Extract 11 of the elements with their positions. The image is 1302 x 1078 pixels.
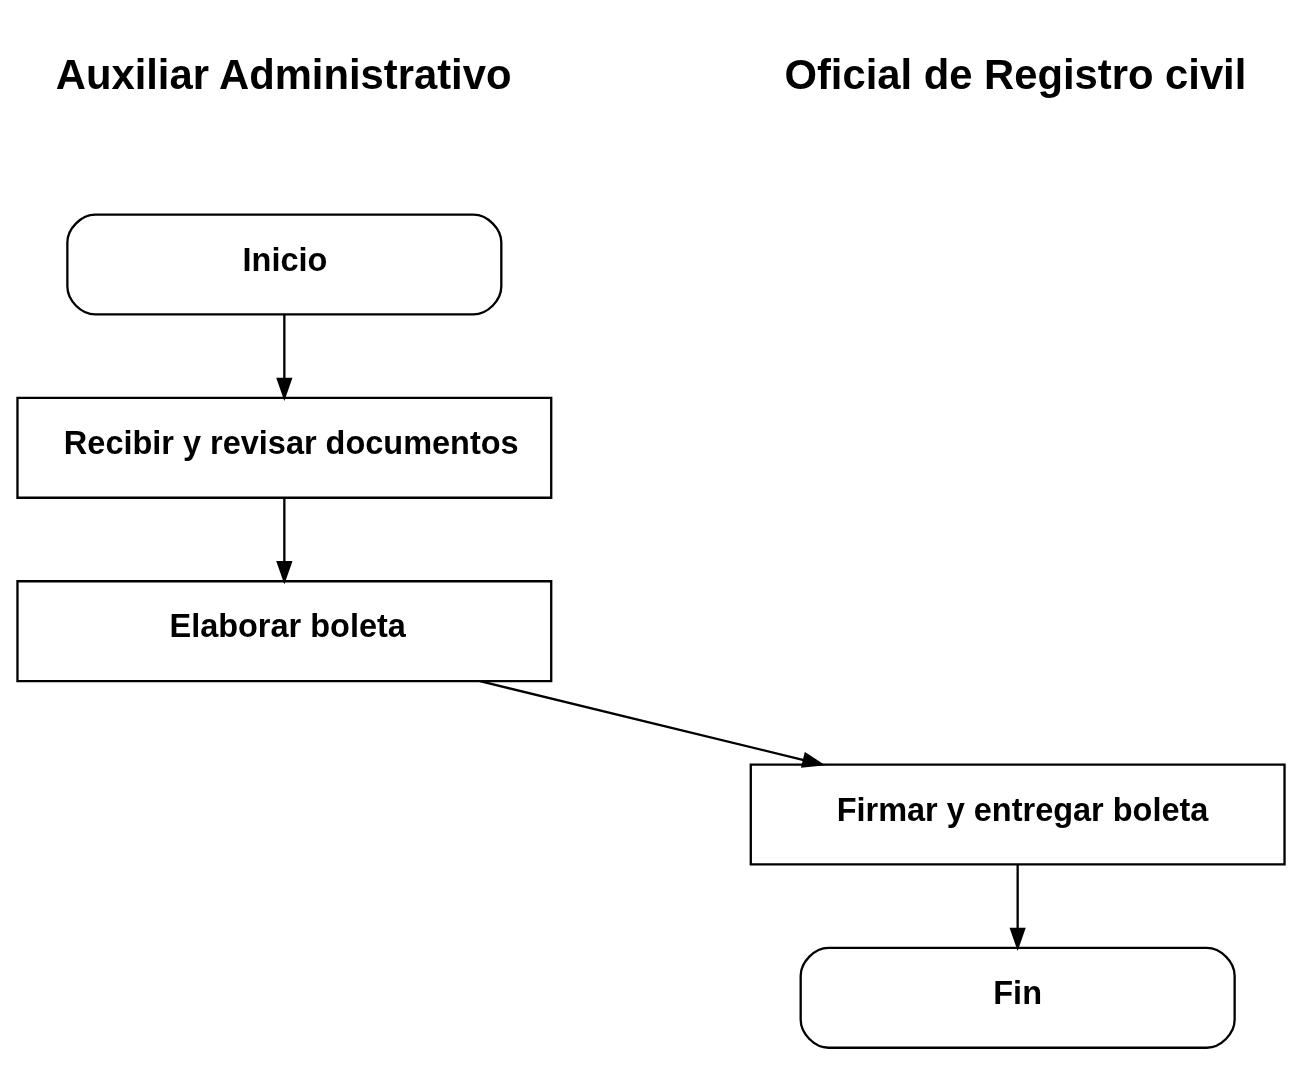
arrow [276,314,293,401]
node-box: Elaborar boleta [16,579,553,682]
node-box: Inicio [66,212,503,316]
label: Oficial de Registro civil [784,50,1247,98]
arrow [479,679,826,768]
label: Auxiliar Administrativo [55,50,512,98]
arrow [1009,864,1026,951]
node-box: Firmar y entregar boleta [749,762,1286,866]
node-box: Fin [799,946,1236,1049]
arrow [276,497,293,584]
node-box: Recibir y revisar documentos [16,396,553,499]
